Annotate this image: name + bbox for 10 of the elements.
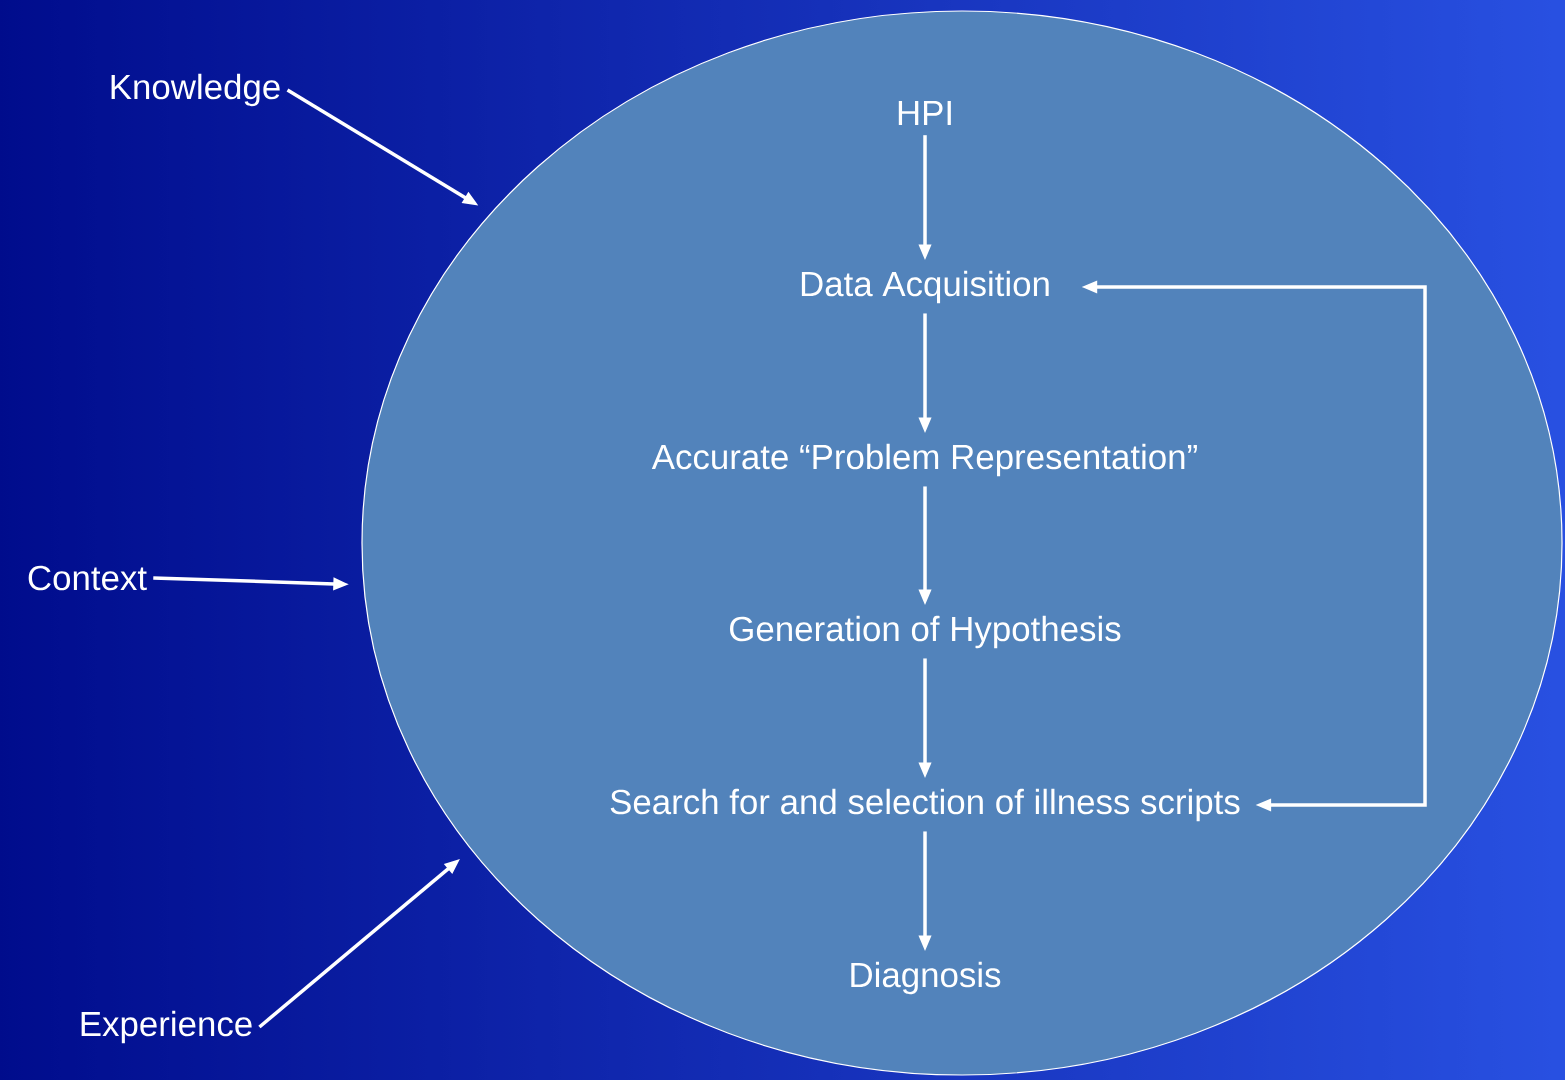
factor-label: Experience	[81, 1010, 252, 1044]
step-label: Data Acquisition	[801, 270, 1049, 304]
step-label: Generation of Hypothesis	[730, 615, 1121, 649]
factor-label: Context	[28, 565, 147, 591]
step-label: Search for and selection of illness scripts	[610, 788, 1240, 822]
step-label: Diagnosis	[851, 961, 1001, 995]
factor-label: Knowledge	[111, 73, 280, 107]
step-label: HPI	[898, 101, 951, 125]
step-label: Accurate “Problem Representation”	[651, 443, 1197, 477]
circle	[361, 10, 1563, 1076]
